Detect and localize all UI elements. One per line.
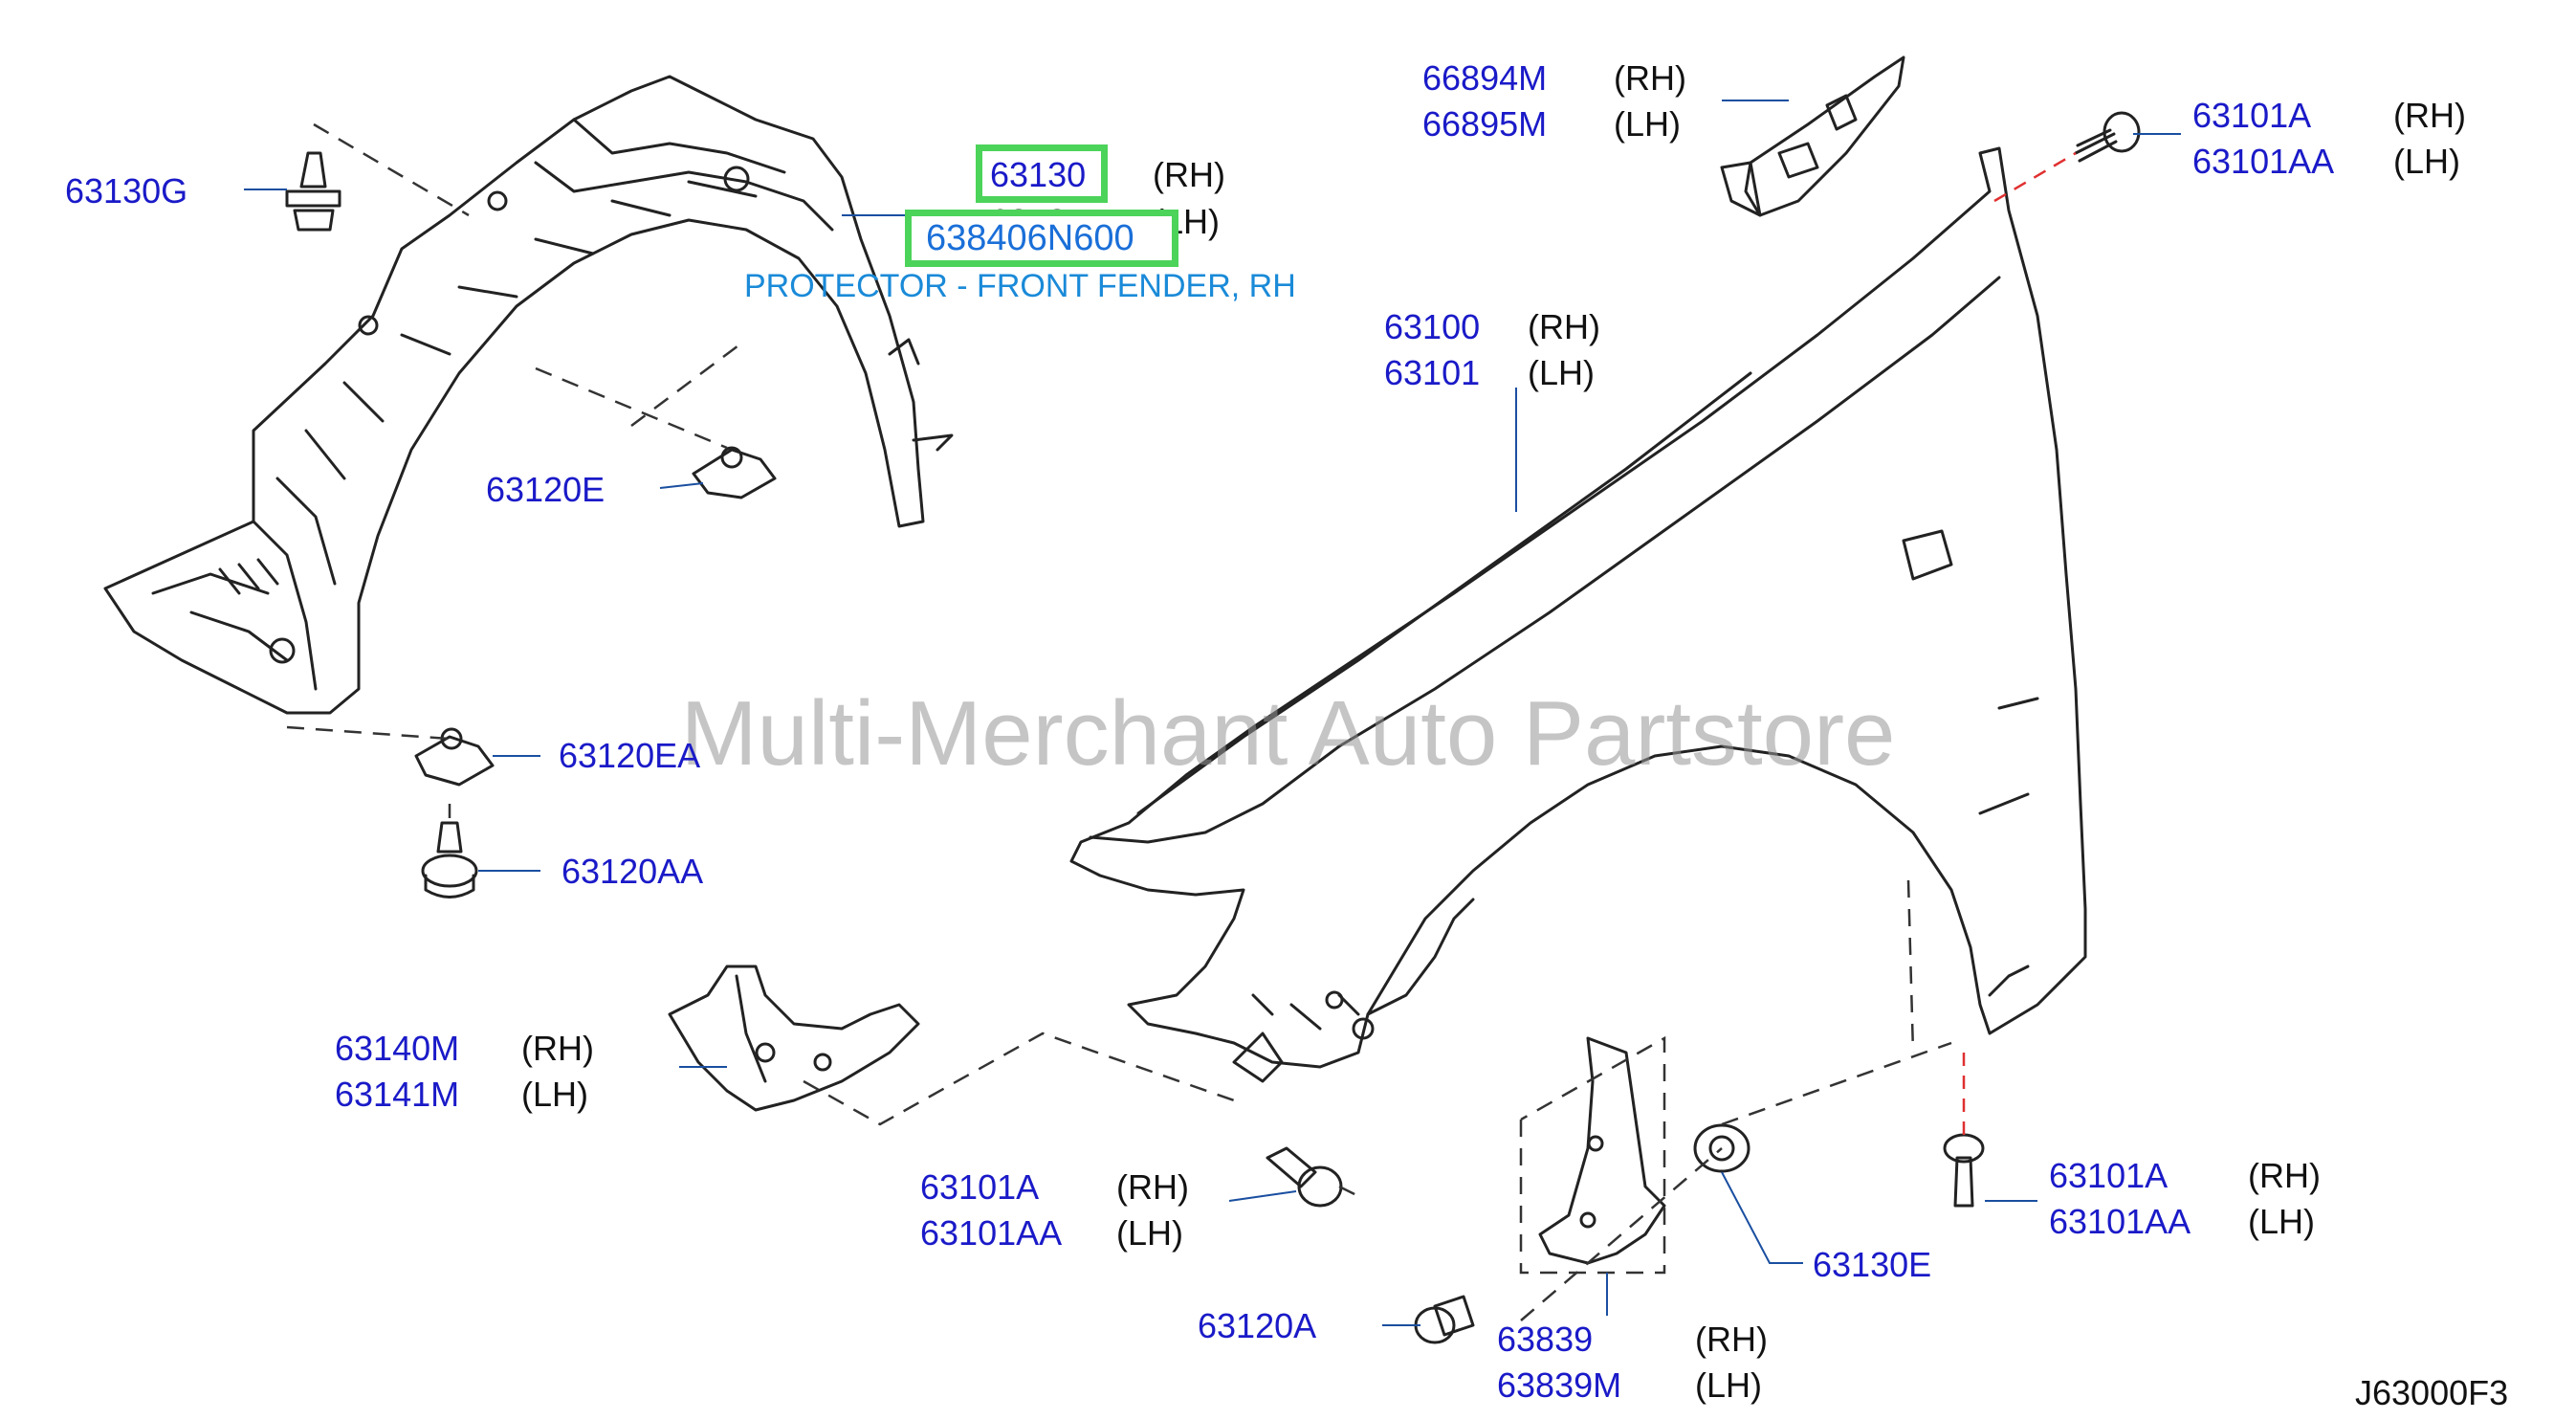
part-label-63101A-top[interactable]: 63101A (2192, 96, 2312, 135)
bolt-63101A-right-shape (1943, 1133, 1985, 1208)
side-label-rh: (RH) (1116, 1167, 1189, 1207)
bolt-63101A-top-shape (2074, 111, 2141, 163)
part-description: PROTECTOR - FRONT FENDER, RH (744, 268, 1296, 304)
part-label-66894M[interactable]: 66894M (1422, 58, 1548, 98)
part-label-66895M[interactable]: 66895M (1422, 104, 1548, 144)
side-label-rh: (RH) (2248, 1156, 2321, 1195)
side-label-lh: (LH) (1614, 104, 1681, 144)
part-label-63839[interactable]: 63839 (1497, 1320, 1594, 1359)
diagram-code: J63000F3 (2355, 1373, 2509, 1412)
mud-guard-shape (1538, 1036, 1666, 1265)
side-label-lh: (LH) (1116, 1213, 1183, 1253)
fender-protector-shape (103, 75, 954, 715)
side-label-lh: (LH) (1528, 353, 1595, 392)
part-label-63120E[interactable]: 63120E (486, 470, 605, 509)
part-label-63140M[interactable]: 63140M (335, 1029, 460, 1068)
fender-bracket-upper-shape (1720, 55, 1905, 217)
part-label-63101A-right[interactable]: 63101A (2049, 1156, 2169, 1195)
side-label-lh: (LH) (521, 1075, 588, 1114)
clip-63120E-shape (692, 446, 777, 499)
part-label-63101AA-right[interactable]: 63101AA (2049, 1202, 2191, 1241)
screw-63120AA-shape (421, 821, 478, 899)
front-fender-shape (1069, 146, 2087, 1083)
part-label-63141M[interactable]: 63141M (335, 1075, 460, 1114)
fender-bracket-lower-shape (668, 965, 920, 1112)
clip-63130E-shape (1693, 1123, 1750, 1173)
side-label-rh: (RH) (1614, 58, 1686, 98)
part-label-63101AA-top[interactable]: 63101AA (2192, 142, 2335, 181)
part-label-63120EA[interactable]: 63120EA (559, 736, 701, 775)
highlight-box-63130 (976, 144, 1108, 203)
side-label-rh: (RH) (1153, 155, 1225, 194)
side-label-rh: (RH) (521, 1029, 594, 1068)
bolt-63101A-mid-shape (1266, 1146, 1343, 1208)
side-label-lh: (LH) (2393, 142, 2460, 181)
clip-63130G-shape (285, 151, 341, 232)
side-label-lh: (LH) (1695, 1365, 1762, 1405)
highlight-box-part-number (905, 210, 1178, 267)
part-label-63120A[interactable]: 63120A (1198, 1306, 1317, 1345)
part-label-63839M[interactable]: 63839M (1497, 1365, 1622, 1405)
watermark-text: Multi-Merchant Auto Partstore (680, 682, 1896, 785)
part-label-63101AA-mid[interactable]: 63101AA (920, 1213, 1063, 1253)
part-label-63100[interactable]: 63100 (1384, 307, 1481, 346)
part-label-63101[interactable]: 63101 (1384, 353, 1481, 392)
part-label-63130G[interactable]: 63130G (65, 171, 188, 211)
side-label-rh: (RH) (2393, 96, 2466, 135)
part-label-63120AA[interactable]: 63120AA (561, 852, 704, 891)
highlighted-part-number[interactable]: 638406N600 (926, 218, 1134, 258)
side-label-lh: (LH) (2248, 1202, 2315, 1241)
side-label-rh: (RH) (1528, 307, 1600, 346)
part-label-63130E[interactable]: 63130E (1813, 1245, 1932, 1284)
screw-63120A-shape (1414, 1295, 1475, 1344)
side-label-rh: (RH) (1695, 1320, 1768, 1359)
part-label-63101A-mid[interactable]: 63101A (920, 1167, 1040, 1207)
part-label-63130[interactable]: 63130 (990, 155, 1087, 194)
